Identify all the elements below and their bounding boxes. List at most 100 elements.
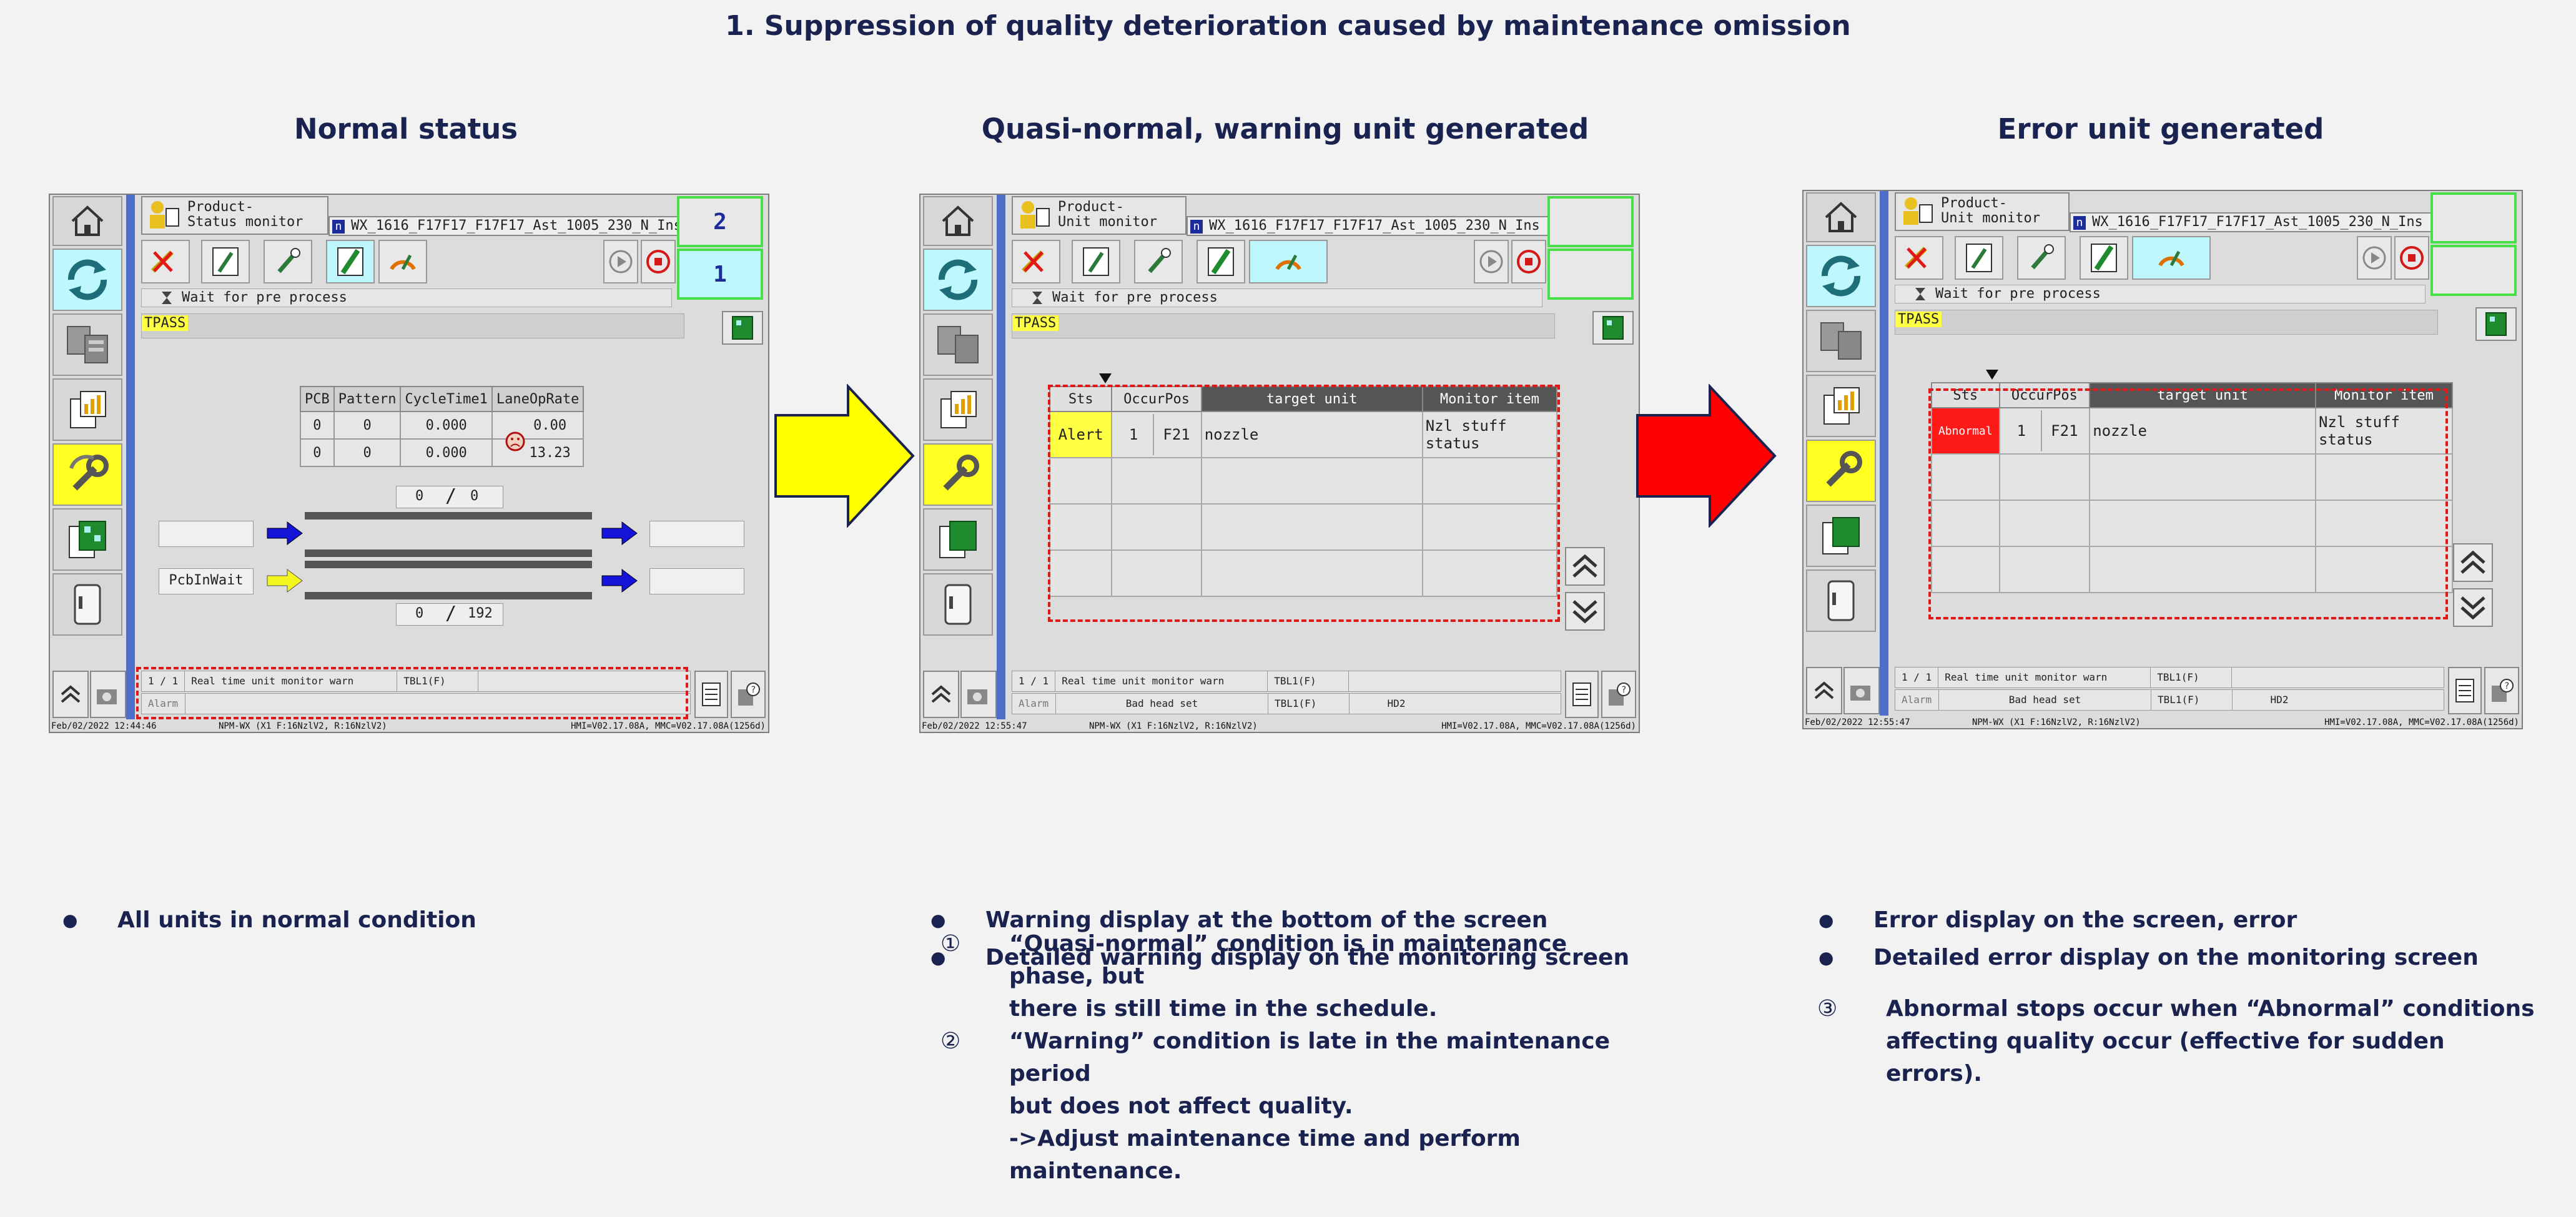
col-laneoprate: LaneOpRate [491, 386, 585, 412]
list-button[interactable] [2448, 667, 2482, 714]
alarm-line[interactable]: Alarm [141, 693, 691, 714]
page-up-button[interactable] [923, 671, 959, 718]
screen-tab[interactable]: Product- Unit monitor [1012, 196, 1187, 235]
play-button[interactable] [603, 240, 638, 283]
feeder-icon [277, 248, 300, 273]
machine-screen: Product- Unit monitor n WX_1616_F17F17_F… [919, 194, 1640, 733]
scroll-up-icon [2460, 550, 2485, 574]
scroll-down-button[interactable] [2453, 588, 2493, 627]
scroll-up-button[interactable] [1565, 547, 1605, 586]
tbl2-button[interactable] [1547, 196, 1634, 247]
page-up-button[interactable] [52, 671, 89, 718]
board-button[interactable] [923, 508, 993, 571]
device-button[interactable] [923, 573, 993, 636]
report-button[interactable] [52, 378, 122, 441]
panel-heading: Normal status [294, 112, 518, 145]
device-button[interactable] [52, 573, 122, 636]
tbl2-button[interactable] [2430, 192, 2517, 244]
nozzle-tool-2[interactable] [2017, 236, 2066, 280]
hourglass-icon [162, 292, 172, 304]
table-row [1931, 500, 2454, 547]
cancel-tool[interactable] [141, 240, 190, 283]
machine-button[interactable] [923, 313, 993, 376]
svg-text:?: ? [751, 685, 756, 695]
home-button[interactable] [923, 196, 993, 246]
scroll-up-button[interactable] [2453, 543, 2493, 582]
maintenance-button[interactable] [52, 443, 122, 506]
nozzle-tool-4[interactable] [1249, 240, 1328, 283]
help-icon: ? [738, 682, 760, 706]
screen-tab[interactable]: Product- Unit monitor [1895, 192, 2070, 231]
machine-button[interactable] [52, 313, 122, 376]
machine-screen: Product- Status monitor n WX_1616_F17F17… [49, 194, 769, 733]
bullet-item: Error display on the screen, error [1811, 905, 2479, 935]
page-up-button[interactable] [1806, 667, 1842, 714]
report-button[interactable] [923, 378, 993, 441]
stop-button[interactable] [2394, 236, 2429, 280]
production-button[interactable] [1806, 245, 1876, 307]
maintenance-button[interactable] [923, 443, 993, 506]
help-button[interactable]: ? [731, 671, 766, 718]
save-board-button[interactable] [1592, 311, 1634, 345]
board-button[interactable] [1806, 505, 1876, 567]
nozzle-tool-2[interactable] [264, 240, 312, 283]
nozzle-tool-3[interactable] [2080, 236, 2128, 280]
bullet-list: All units in normal condition [55, 905, 476, 943]
nozzle-tool-1[interactable] [1072, 240, 1120, 283]
nozzle-tool-4[interactable] [378, 240, 427, 283]
camera-button[interactable] [90, 671, 126, 718]
gauge-icon [390, 254, 416, 270]
camera-button[interactable] [1843, 667, 1880, 714]
tbl1-button[interactable] [2430, 245, 2517, 296]
wrench-cross-icon [1905, 247, 1927, 269]
tbl1-button[interactable] [1547, 249, 1634, 300]
nozzle-tool-2[interactable] [1134, 240, 1183, 283]
play-button[interactable] [2357, 236, 2392, 280]
tbl2-button[interactable]: 2 [677, 196, 763, 247]
help-button[interactable]: ? [2484, 667, 2519, 714]
table-row: 0 0 0.000 0.00 [300, 411, 585, 440]
home-button[interactable] [52, 196, 122, 246]
machine-button[interactable] [1806, 310, 1876, 372]
stop-button[interactable] [1511, 240, 1546, 283]
report-button[interactable] [1806, 375, 1876, 437]
board-button[interactable] [52, 508, 122, 571]
blue-arrow-icon [601, 569, 638, 593]
production-button[interactable] [52, 249, 122, 311]
play-button[interactable] [1474, 240, 1509, 283]
device-icon [74, 584, 101, 625]
tbl1-button[interactable]: 1 [677, 249, 763, 300]
save-board-button[interactable] [2475, 307, 2517, 341]
bullet-item: All units in normal condition [55, 905, 476, 935]
nozzle-tool-3[interactable] [1197, 240, 1245, 283]
gauge-icon [2158, 250, 2184, 267]
cancel-tool[interactable] [1895, 236, 1943, 280]
device-button[interactable] [1806, 569, 1876, 632]
cancel-tool[interactable] [1012, 240, 1060, 283]
list-button[interactable] [1565, 671, 1599, 718]
nozzle-tool-1[interactable] [201, 240, 250, 283]
nozzle-tool-1[interactable] [1955, 236, 2003, 280]
maintenance-button[interactable] [1806, 440, 1876, 502]
table-row [1931, 546, 2454, 593]
scroll-down-button[interactable] [1565, 592, 1605, 631]
production-button[interactable] [923, 249, 993, 311]
nozzle-tool-3[interactable] [326, 240, 375, 283]
list-button[interactable] [694, 671, 728, 718]
status-line: Wait for pre process [1895, 285, 2425, 303]
save-board-button[interactable] [722, 311, 763, 345]
help-button[interactable]: ? [1601, 671, 1636, 718]
stop-button[interactable] [641, 240, 676, 283]
screen-tab[interactable]: Product- Status monitor [141, 196, 328, 235]
camera-button[interactable] [960, 671, 997, 718]
sort-marker-icon [1099, 373, 1112, 383]
home-button[interactable] [1806, 192, 1876, 242]
nozzle-tool-4[interactable] [2132, 236, 2211, 280]
